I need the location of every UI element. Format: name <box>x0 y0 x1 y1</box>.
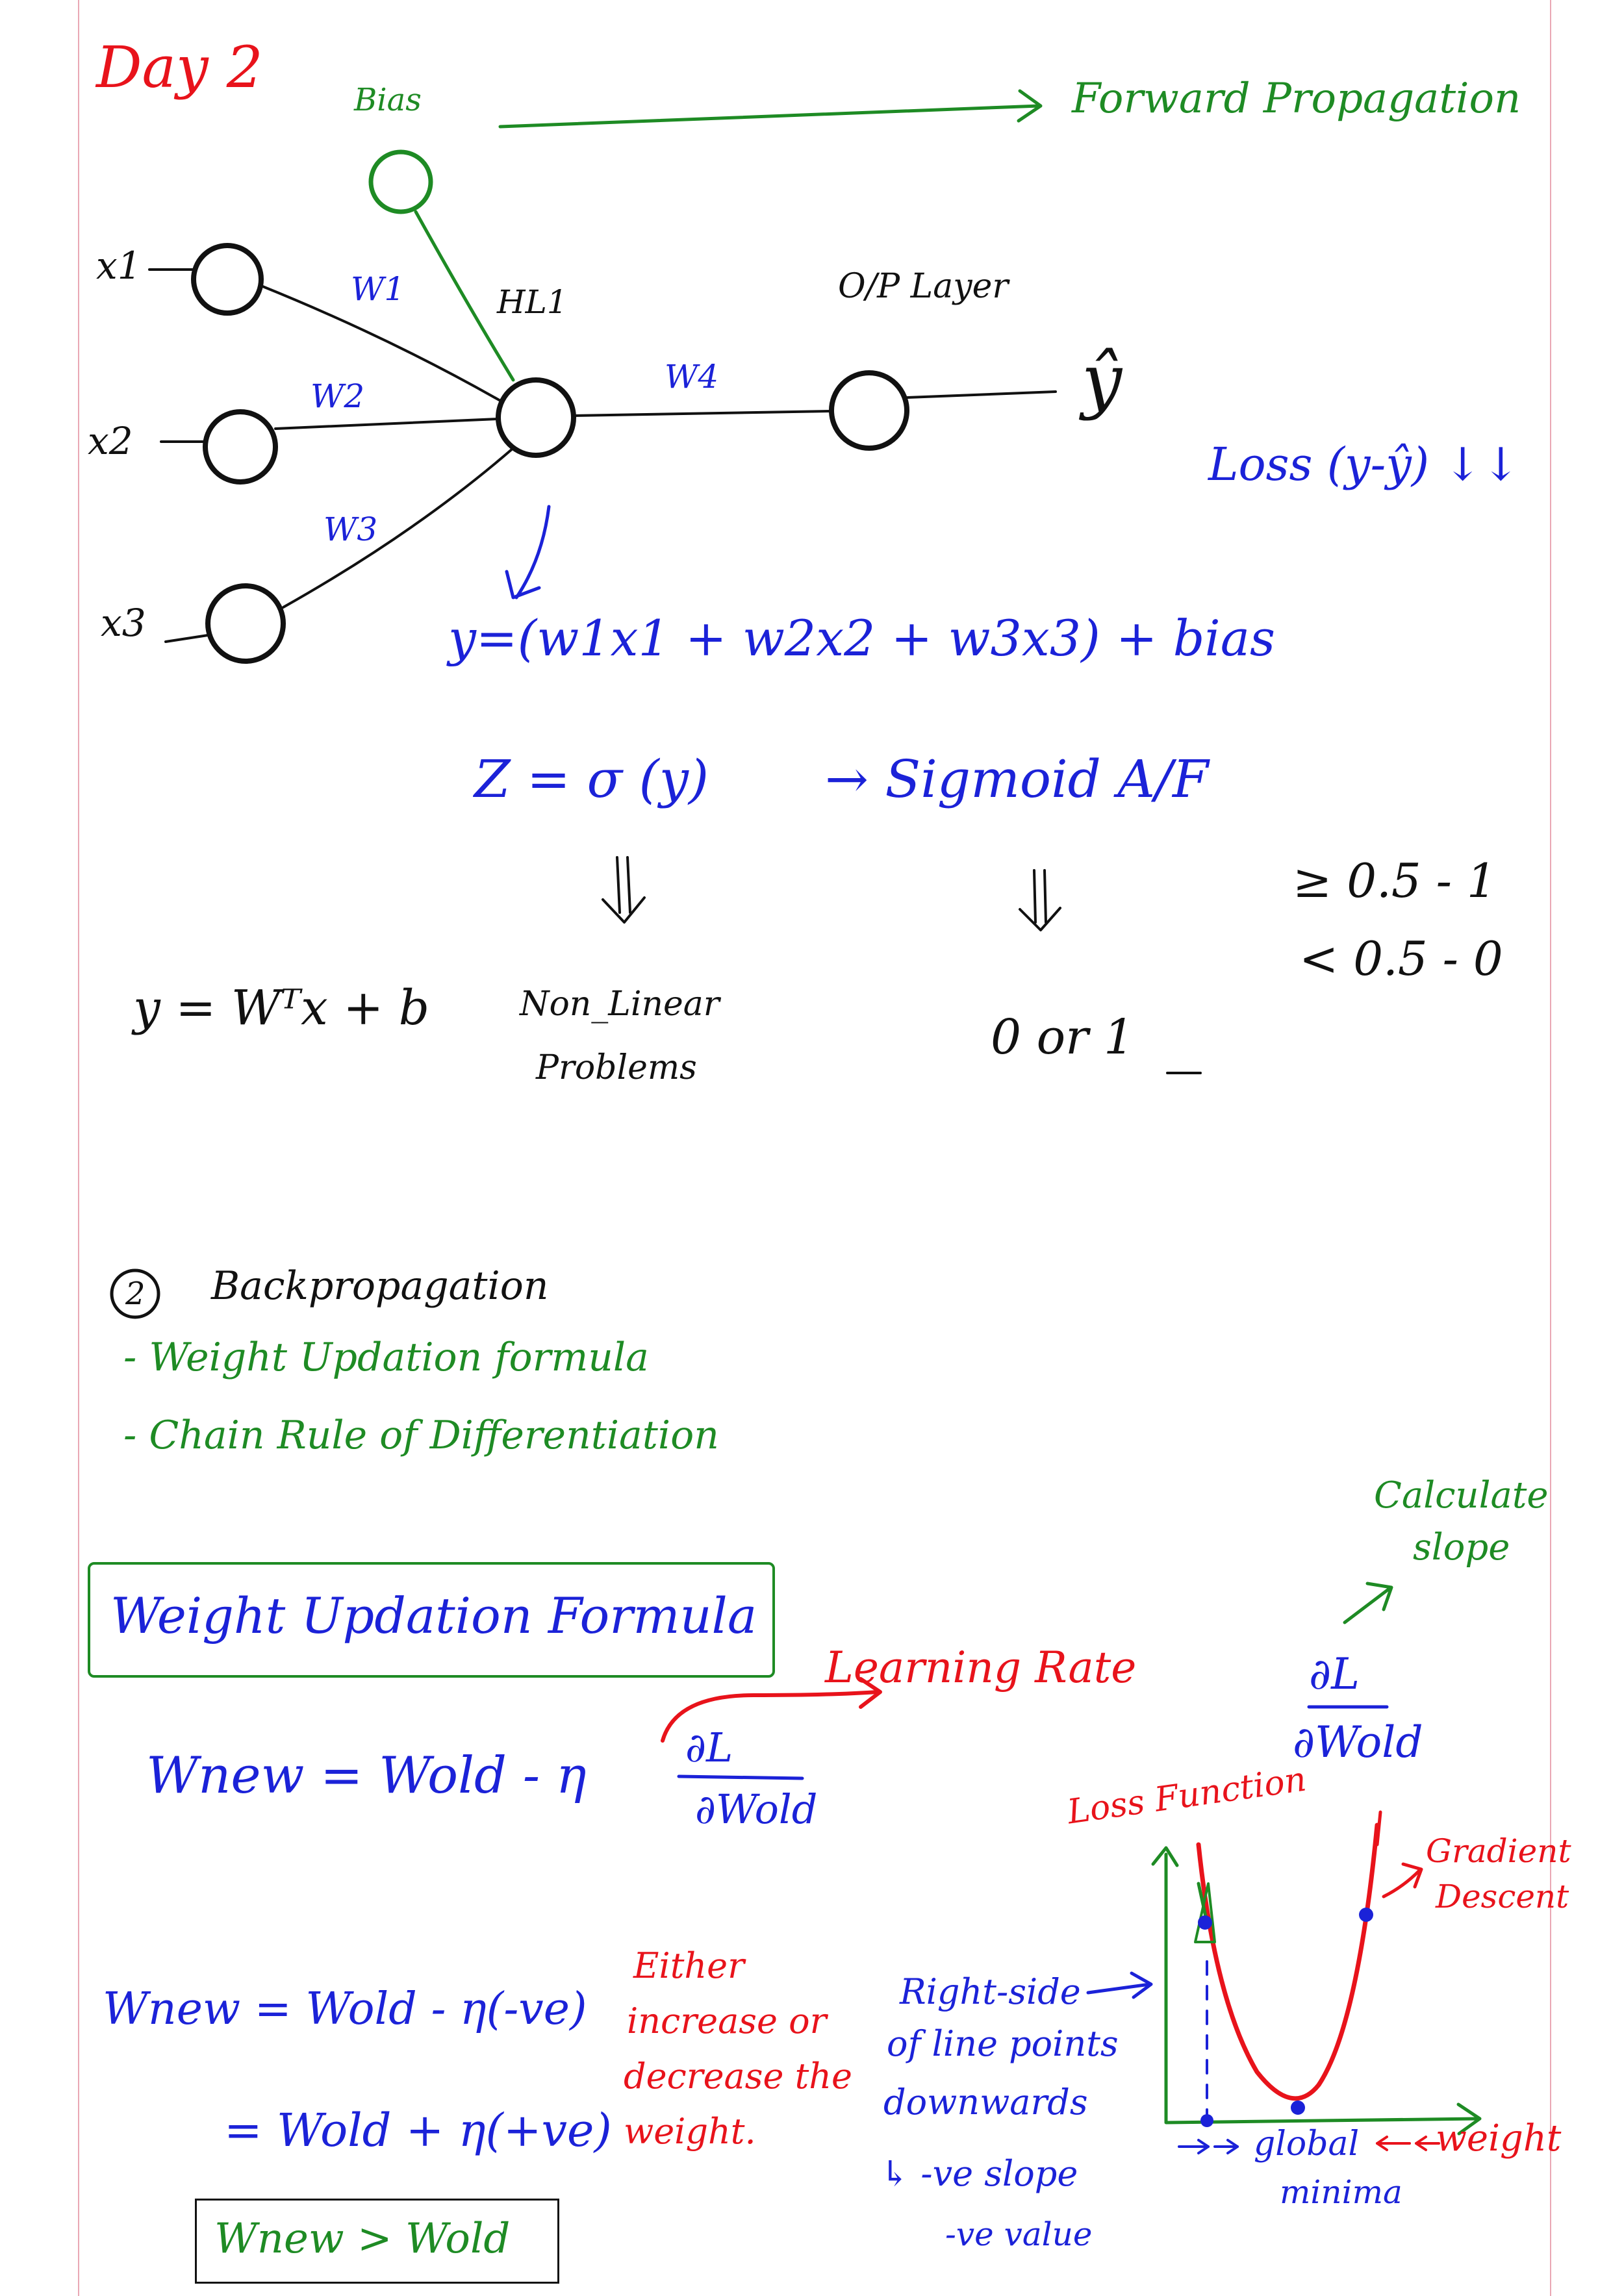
weight-label-w2: W2 <box>311 377 365 415</box>
hidden-to-equation-arrow <box>514 505 551 599</box>
plot-axes <box>1164 1852 1480 2125</box>
point-global-minima <box>1291 2100 1305 2115</box>
edge-w2 <box>274 418 499 430</box>
update-formula: Wnew = Wold - η <box>146 1747 587 1805</box>
learning-rate-arrow <box>661 1690 879 1743</box>
result-box <box>195 2199 559 2284</box>
backprop-item-2: - Chain Rule of Differentiation <box>123 1413 719 1458</box>
double-arrow-left <box>602 856 646 924</box>
output-yhat: ŷ <box>1082 338 1123 422</box>
input-neuron-x3 <box>205 583 286 664</box>
activation-equation: Z = σ (y) <box>474 749 709 809</box>
sigmoid-label: → Sigmoid A/F <box>825 749 1209 809</box>
backprop-item-1: - Weight Updation formula <box>123 1335 649 1380</box>
weighted-sum-equation: y=(w1x1 + w2x2 + w3x3) + bias <box>448 609 1276 667</box>
nonlinear-label-2: Problems <box>536 1048 697 1087</box>
note-line-4: ↳ -ve slope <box>880 2153 1078 2194</box>
note-line-3: downwards <box>883 2082 1088 2123</box>
section-number-circle <box>110 1268 160 1319</box>
binary-output: 0 or 1 <box>991 1009 1135 1065</box>
forward-propagation-label: Forward Propagation <box>1072 75 1521 123</box>
input-label-x1: x1 <box>96 244 142 288</box>
slope-label: slope <box>1413 1526 1510 1569</box>
either-line-2: increase or <box>627 2000 827 2041</box>
derivative-denominator: ∂Wold <box>695 1785 818 1833</box>
forward-arrow-shaft <box>498 104 1041 129</box>
positive-slope-case: = Wold + η(+ve) <box>224 2104 612 2157</box>
result-text: Wnew > Wold <box>214 2215 511 2263</box>
minima-label-2: minima <box>1280 2173 1402 2211</box>
output-neuron <box>829 370 909 451</box>
double-arrow-right <box>1019 869 1061 931</box>
threshold-high: ≥ 0.5 - 1 <box>1293 853 1497 908</box>
descent-label: Descent <box>1436 1878 1569 1915</box>
bias-connection <box>414 210 515 382</box>
edge-w3 <box>282 447 514 609</box>
threshold-low: < 0.5 - 0 <box>1299 931 1503 986</box>
either-line-1: Either <box>633 1945 744 1986</box>
loss-curve <box>1196 1823 1380 2101</box>
weight-label-w1: W1 <box>351 270 405 308</box>
right-margin-line <box>1550 0 1551 2296</box>
forward-arrow-head <box>1017 89 1043 123</box>
point-start <box>1198 1915 1212 1930</box>
plot-x-label: weight <box>1436 2117 1562 2160</box>
negative-slope-case: Wnew = Wold - η(-ve) <box>103 1984 587 2035</box>
section-number: 2 <box>125 1276 146 1312</box>
weight-updation-title: Weight Updation Formula <box>110 1587 757 1645</box>
either-line-4: weight. <box>624 2111 756 2152</box>
nonlinear-label-1: Non_Linear <box>520 985 720 1024</box>
input-label-x2: x2 <box>88 419 133 463</box>
left-margin-line <box>78 0 79 2296</box>
day-label: Day 2 <box>96 34 263 101</box>
edge-w4 <box>573 410 833 417</box>
side-derivative-numerator: ∂L <box>1309 1649 1360 1699</box>
output-line <box>906 390 1057 399</box>
gradient-label: Gradient <box>1426 1832 1571 1870</box>
hidden-layer-label: HL1 <box>497 283 568 321</box>
input-label-x3: x3 <box>101 601 146 645</box>
weight-label-w3: W3 <box>324 511 378 548</box>
calculate-label: Calculate <box>1374 1474 1549 1517</box>
input-neuron-x1 <box>191 243 264 316</box>
bias-neuron <box>368 149 433 214</box>
loss-expression: Loss (y-ŷ) ↓↓ <box>1208 438 1520 491</box>
weight-updation-box <box>88 1562 775 1678</box>
edge-w1 <box>260 284 503 403</box>
backprop-title: Backpropagation <box>211 1263 549 1309</box>
hidden-neuron <box>496 377 576 458</box>
point-right <box>1359 1908 1373 1922</box>
side-derivative-denominator: ∂Wold <box>1293 1717 1423 1767</box>
input-neuron-x2 <box>203 409 278 485</box>
output-layer-label: O/P Layer <box>838 267 1009 306</box>
weight-label-w4: W4 <box>665 358 719 396</box>
learning-rate-label: Learning Rate <box>825 1643 1137 1693</box>
minima-label-1: global <box>1254 2125 1360 2164</box>
either-line-3: decrease the <box>624 2056 853 2097</box>
note-line-5: -ve value <box>945 2215 1093 2253</box>
derivative-numerator: ∂L <box>685 1724 733 1771</box>
note-line-2: of line points <box>887 2023 1119 2064</box>
linear-form: y = Wᵀx + b <box>133 980 430 1036</box>
note-line-1: Right-side <box>900 1971 1081 2012</box>
bias-label: Bias <box>354 82 422 118</box>
